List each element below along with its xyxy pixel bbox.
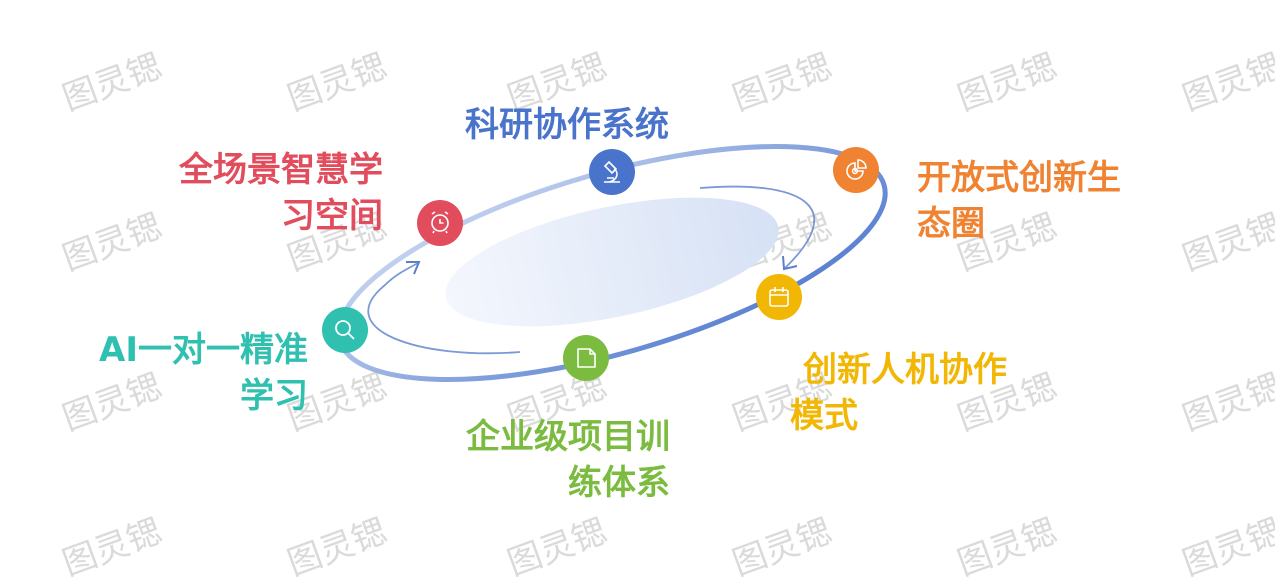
microscope-icon	[603, 160, 620, 183]
alarm-clock-icon	[431, 211, 449, 234]
label-line: 全场景智慧学	[179, 150, 383, 190]
node-ai-tutoring	[322, 307, 368, 353]
arrow-head-right	[782, 255, 798, 271]
label-line: 开放式创新生	[917, 158, 1121, 198]
arrow-head-left	[406, 261, 421, 275]
search-icon	[335, 320, 355, 340]
node-open-innovation	[833, 147, 879, 193]
inner-arc-right	[699, 185, 816, 269]
label-line: 学习	[240, 376, 308, 416]
calendar-icon	[769, 287, 789, 307]
note-icon	[577, 348, 596, 368]
center-glow	[445, 197, 779, 327]
label-line: 科研协作系统	[465, 105, 669, 145]
pie-chart-icon	[846, 159, 867, 180]
inner-arc-left	[367, 262, 521, 355]
node-enterprise-training	[563, 335, 609, 381]
label-line: 练体系	[568, 463, 670, 503]
node-research	[589, 149, 635, 195]
label-ai-tutoring: AI一对一精准学习	[99, 327, 308, 419]
label-human-machine: 创新人机协作模式	[790, 347, 1007, 439]
label-line: 模式	[790, 396, 858, 436]
label-enterprise-training: 企业级项目训练体系	[466, 414, 670, 506]
label-line: 创新人机协作	[803, 350, 1007, 390]
node-smart-space	[417, 200, 463, 246]
node-human-machine	[756, 274, 802, 320]
label-line: 习空间	[281, 196, 383, 236]
label-smart-space: 全场景智慧学习空间	[179, 147, 383, 239]
label-line: 企业级项目训	[466, 417, 670, 457]
label-line: 态圈	[917, 204, 985, 244]
label-line: AI一对一精准	[99, 330, 308, 370]
label-research: 科研协作系统	[465, 102, 669, 148]
label-open-innovation: 开放式创新生态圈	[917, 155, 1121, 247]
cycle-diagram	[322, 144, 888, 382]
